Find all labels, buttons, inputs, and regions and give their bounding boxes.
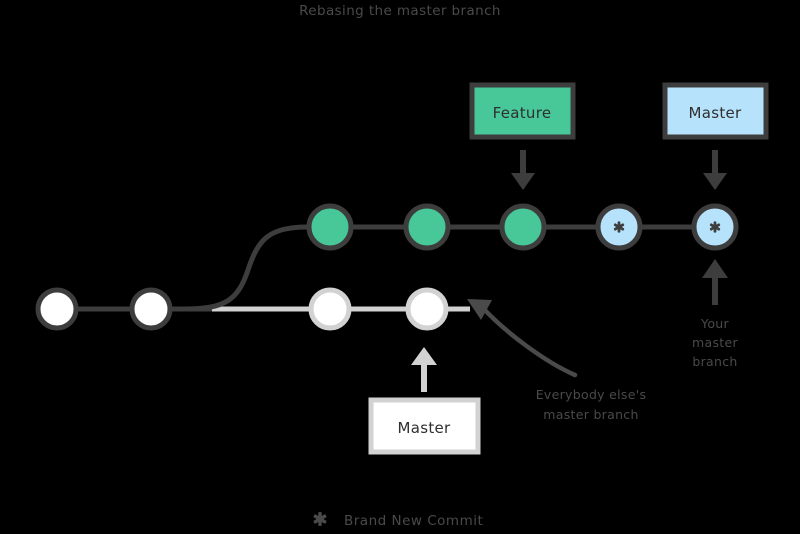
legend-asterisk-icon [313,511,327,527]
curved-arrow-left-icon [467,299,578,378]
master-label-text-top: Master [688,104,742,122]
arrow-down-icon [703,150,727,190]
master-label-text-bottom: Master [397,419,451,437]
commit-node-feature-2[interactable] [403,203,451,251]
feature-label-text: Feature [493,104,552,122]
commit-node-feature-1[interactable] [306,203,354,251]
your-master-branch-line-2: master [692,335,738,350]
your-master-branch-line-1: Your [700,316,729,331]
arrow-down-icon [511,150,535,190]
commit-node-feature-3[interactable] [499,203,547,251]
commit-node-base-2[interactable] [129,287,173,331]
commit-node-old-master-1[interactable] [308,287,352,331]
your-master-branch-line-3: branch [692,354,737,369]
master-label-box-bottom[interactable] [368,397,481,455]
master-label-box-top[interactable] [662,82,769,140]
commit-node-old-master-2[interactable] [405,287,449,331]
arrow-up-icon [411,347,437,392]
branch-curve-connector [182,224,311,312]
legend-label: Brand New Commit [344,513,483,529]
page-title: Rebasing the master branch [299,3,501,19]
commit-node-base-1[interactable] [35,287,79,331]
everybody-else-line-1: Everybody else's [536,387,647,402]
feature-label-box[interactable] [469,82,576,140]
arrow-up-icon [702,259,728,305]
everybody-else-line-2: master branch [543,407,638,422]
